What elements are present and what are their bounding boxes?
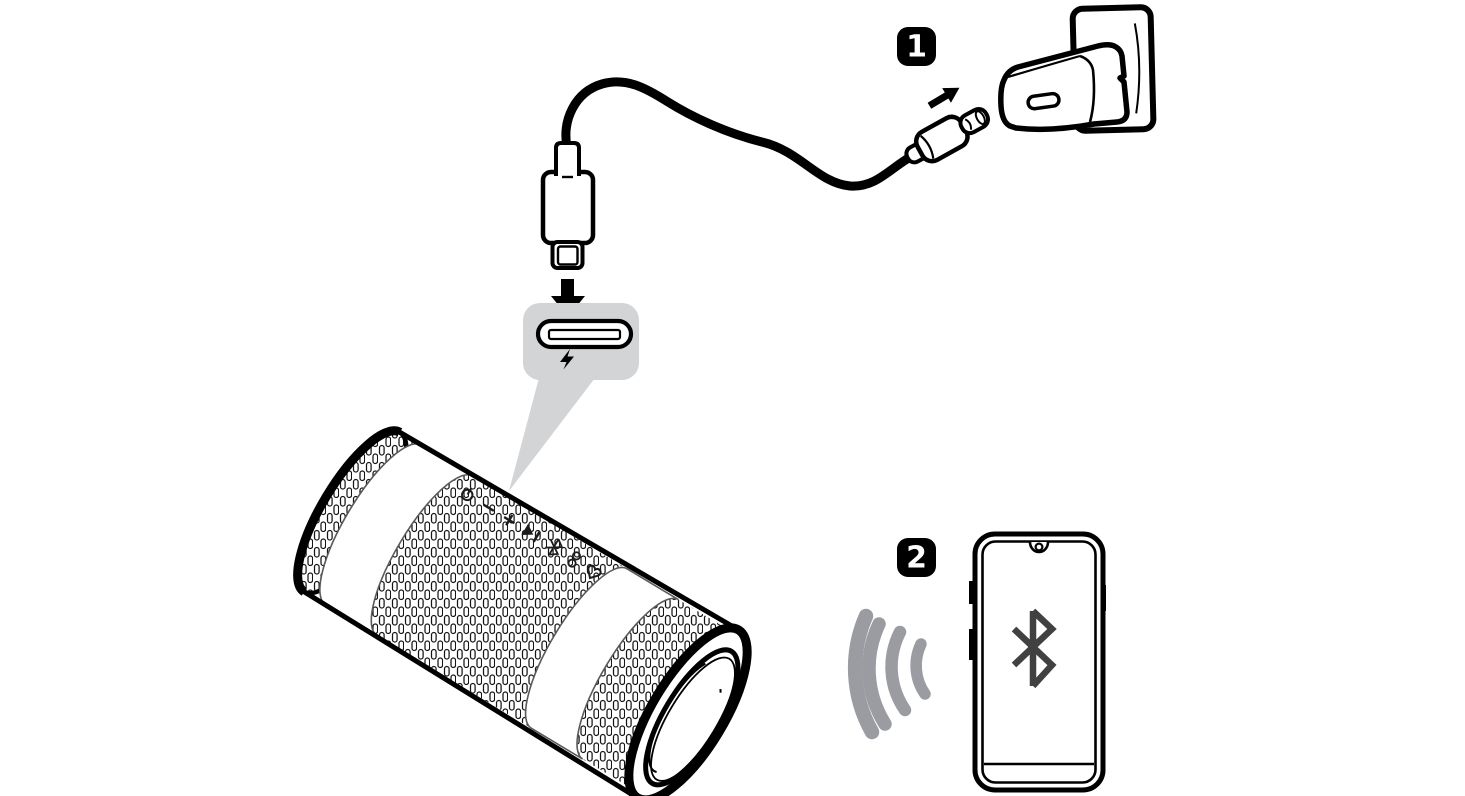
speaker-front-ring bbox=[624, 623, 752, 796]
usb-c-port-icon bbox=[535, 318, 634, 350]
usb-c-port-on-adapter bbox=[1026, 91, 1061, 111]
smartphone bbox=[969, 531, 1106, 793]
insert-arrow-icon bbox=[927, 87, 960, 109]
bluetooth-small-icon bbox=[545, 538, 564, 556]
bluetooth-icon bbox=[1011, 608, 1057, 689]
step-2-number: 2 bbox=[906, 541, 927, 576]
camera-icon bbox=[1034, 542, 1044, 552]
play-pause-icon bbox=[521, 523, 541, 543]
power-icon bbox=[461, 487, 474, 502]
signal-waves-icon bbox=[847, 608, 931, 740]
step-2-badge: 2 bbox=[897, 538, 936, 577]
volume-minus-icon bbox=[482, 503, 495, 512]
usb-c-plug bbox=[540, 141, 596, 270]
usb-c-port-callout bbox=[509, 303, 639, 491]
speaker bbox=[293, 426, 752, 796]
speaker-control-buttons bbox=[461, 487, 602, 580]
link-icon bbox=[567, 551, 581, 568]
volume-plus-icon bbox=[503, 514, 516, 526]
lightning-bolt-icon bbox=[560, 349, 574, 370]
usb-c-connector-to-adapter bbox=[904, 107, 991, 165]
step-1-badge: 1 bbox=[897, 27, 936, 66]
usb-cable bbox=[561, 77, 917, 191]
usb-power-adapter bbox=[998, 41, 1130, 133]
step-1-number: 1 bbox=[906, 30, 927, 65]
heart-icon bbox=[587, 564, 602, 580]
